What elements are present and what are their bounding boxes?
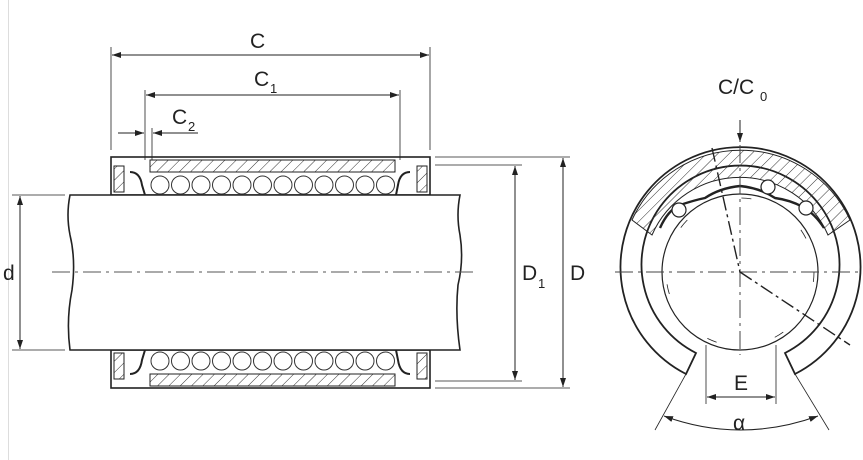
ball [253,175,272,195]
ball [212,351,231,371]
label-C: C [250,30,265,53]
ball [314,175,334,195]
label-C2: C [172,106,187,129]
dim-alpha [663,415,819,431]
label-load: C/C [718,76,754,99]
label-load-sub: 0 [760,89,767,104]
ball [273,175,293,195]
ball [376,175,395,195]
ball [294,351,313,371]
ball [191,351,211,371]
label-d: d [3,262,15,285]
ball [355,175,375,195]
ball [150,175,170,195]
label-E: E [734,372,748,395]
ball [171,351,190,371]
label-alpha: α [733,412,745,435]
label-D1-sub: 1 [538,276,545,291]
ball [150,351,170,371]
cross-section-view [615,120,863,431]
side-view [12,47,570,389]
label-C2-sub: 2 [188,119,195,134]
ball [232,351,252,371]
ball [273,351,293,371]
ball [212,175,231,195]
ball [191,175,211,195]
ball [335,175,354,195]
label-C1: C [254,68,269,91]
ball [314,351,334,371]
label-D: D [570,262,585,285]
ball-row-bottom [150,351,395,371]
ball [355,351,375,371]
ball [335,351,354,371]
label-C1-sub: 1 [270,81,277,96]
label-D1: D [522,262,537,285]
left-border [8,0,9,460]
ball-row-top [150,175,395,195]
ball [253,351,272,371]
ball [294,175,313,195]
ball [232,175,252,195]
ball [376,351,395,371]
shaft [67,194,463,351]
ball [171,175,190,195]
